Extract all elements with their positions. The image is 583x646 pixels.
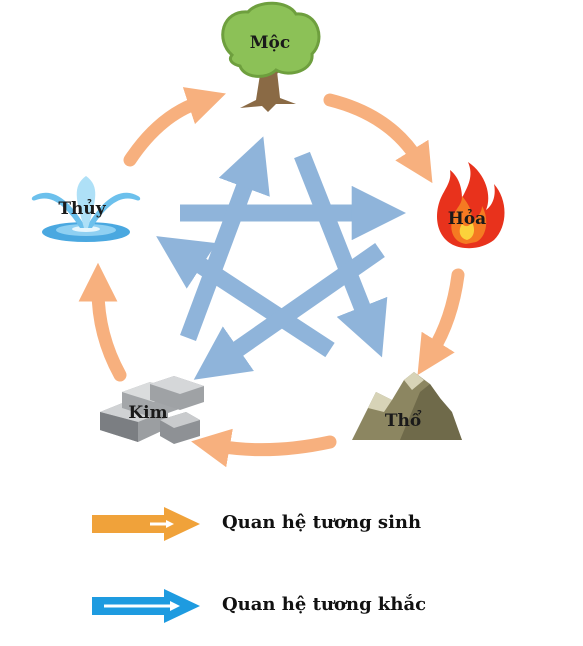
label-hoa: Hỏa <box>448 209 486 229</box>
sinh-arrows <box>78 87 465 468</box>
label-tho: Thổ <box>385 409 422 431</box>
sinh-arrow-thuy-moc <box>123 87 226 167</box>
mountain-icon <box>352 372 462 440</box>
fire-icon <box>437 162 505 249</box>
legend-sinh-label: Quan hệ tương sinh <box>222 512 422 533</box>
water-icon <box>31 176 141 242</box>
khac-arrow-moc-tho <box>294 151 388 358</box>
label-kim: Kim <box>128 403 167 423</box>
tree-icon <box>221 1 321 112</box>
metal-bars-icon <box>100 376 204 444</box>
legend-sinh-arrow-icon <box>92 507 200 541</box>
sinh-arrow-kim-thuy <box>78 262 127 382</box>
khac-arrow-kim-moc <box>180 136 270 341</box>
legend-khac-label: Quan hệ tương khắc <box>222 594 427 615</box>
khac-arrows <box>156 136 407 380</box>
sinh-arrow-moc-hoa <box>323 93 433 184</box>
sinh-arrow-hoa-tho <box>417 268 465 376</box>
label-moc: Mộc <box>250 33 291 53</box>
legend-khac-arrow-icon <box>92 589 200 623</box>
label-thuy: Thủy <box>58 199 106 219</box>
sinh-arrow-tho-kim <box>191 428 337 468</box>
khac-arrow-hoa-kim <box>193 243 385 380</box>
